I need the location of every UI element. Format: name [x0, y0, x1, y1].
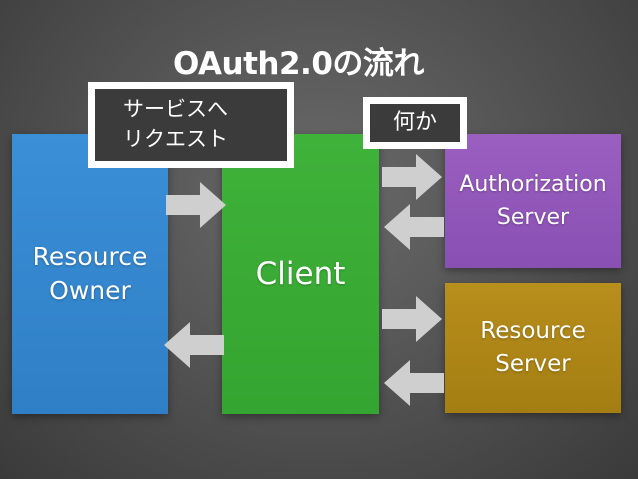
page-title: OAuth2.0の流れ [173, 46, 424, 82]
arrow-client-to-resource-server-icon [382, 296, 442, 342]
arrow-authz-to-client-icon [384, 204, 444, 250]
authorization-server-label: Authorization Server [459, 172, 607, 230]
resource-owner-label: Resource Owner [32, 242, 148, 305]
something-callout: 何か [363, 97, 467, 149]
arrow-client-to-authz-icon [382, 154, 442, 200]
arrow-client-to-owner-icon [164, 322, 224, 368]
client-label: Client [255, 256, 346, 292]
arrow-owner-to-client-icon [166, 182, 226, 228]
resource-server-label: Resource Server [480, 318, 586, 377]
arrow-resource-server-to-client-icon [384, 360, 444, 406]
service-request-callout: サービスへ リクエスト [88, 82, 294, 168]
authorization-server-box: Authorization Server [445, 134, 621, 268]
resource-server-box: Resource Server [445, 283, 621, 413]
client-box: Client [222, 134, 379, 414]
resource-owner-box: Resource Owner [12, 134, 168, 414]
